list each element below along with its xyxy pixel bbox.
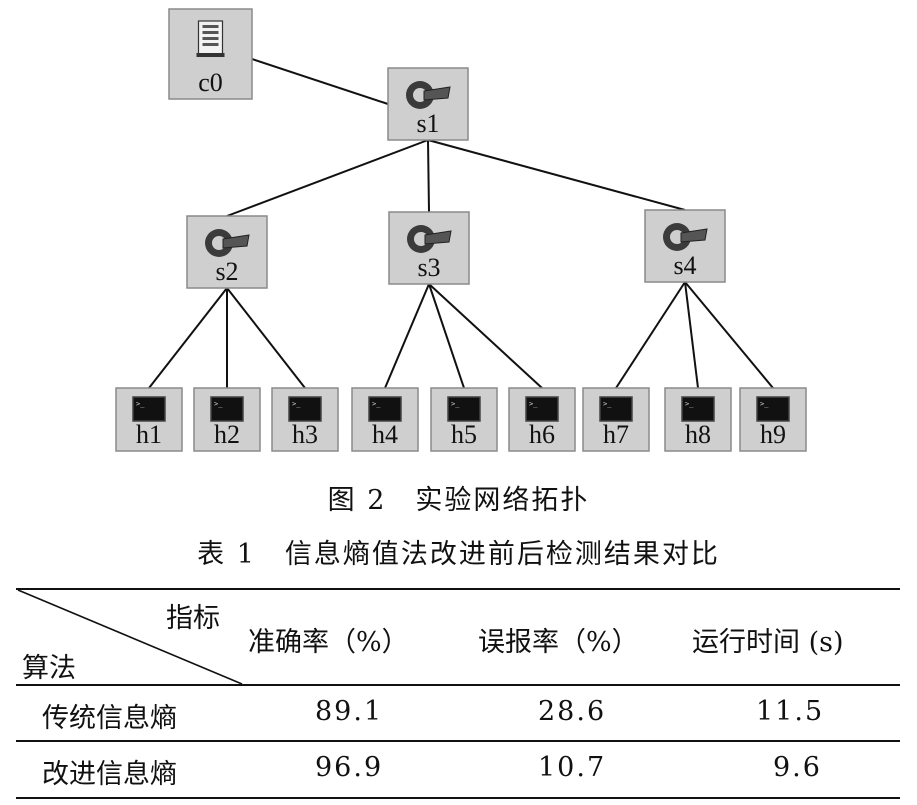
link-s2-h3 xyxy=(226,287,306,389)
switch-node-s2: s2 xyxy=(186,215,268,289)
switch-node-label: s2 xyxy=(215,257,238,286)
table-caption: 表 1 信息熵值法改进前后检测结果对比 xyxy=(197,539,720,570)
host-terminal-icon: >_ xyxy=(447,396,481,422)
link-s2-h1 xyxy=(148,287,228,389)
link-s4-h7 xyxy=(615,281,686,389)
svg-text:>_: >_ xyxy=(214,400,223,408)
svg-text:>_: >_ xyxy=(292,400,301,408)
row-2-false-alarm: 10.7 xyxy=(538,752,607,783)
row-2-algorithm: 改进信息熵 xyxy=(42,759,177,790)
host-node-label: h2 xyxy=(214,420,240,449)
host-node-label: h8 xyxy=(685,420,711,449)
host-node-h7: >_ h7 xyxy=(582,387,650,452)
host-terminal-icon: >_ xyxy=(756,396,790,422)
host-node-h1: >_ h1 xyxy=(115,387,183,452)
host-node-label: h5 xyxy=(451,420,477,449)
column-header-false-alarm: 误报率（%） xyxy=(478,627,639,658)
controller-server-icon xyxy=(196,20,225,57)
host-terminal-icon: >_ xyxy=(288,396,322,422)
link-s4-h8 xyxy=(684,281,699,389)
row-1-runtime: 11.5 xyxy=(756,696,825,727)
link-s3-h4 xyxy=(384,283,430,389)
figure-caption: 图 2 实验网络拓扑 xyxy=(327,485,590,516)
link-s4-h9 xyxy=(684,281,774,389)
host-node-label: h7 xyxy=(603,420,629,449)
host-node-label: h1 xyxy=(136,420,162,449)
svg-text:>_: >_ xyxy=(136,400,145,408)
row-1-false-alarm: 28.6 xyxy=(538,696,607,727)
svg-text:>_: >_ xyxy=(685,400,694,408)
table-bottom-rule xyxy=(16,797,900,799)
link-s1-s2 xyxy=(226,139,429,217)
table-top-rule xyxy=(16,588,900,590)
switch-icon xyxy=(663,223,708,251)
switch-icon xyxy=(205,229,250,257)
host-node-label: h4 xyxy=(372,420,398,449)
row-1-accuracy: 89.1 xyxy=(315,696,384,727)
link-s3-h6 xyxy=(428,283,543,389)
switch-node-label: s3 xyxy=(417,253,440,282)
host-terminal-icon: >_ xyxy=(525,396,559,422)
switch-node-label: s1 xyxy=(416,109,439,138)
row-2-runtime: 9.6 xyxy=(773,752,822,783)
link-s1-s4 xyxy=(427,139,686,211)
svg-text:>_: >_ xyxy=(603,400,612,408)
row-1-algorithm: 传统信息熵 xyxy=(42,703,177,734)
link-s1-s3 xyxy=(427,139,430,213)
host-node-label: h6 xyxy=(529,420,555,449)
host-node-h5: >_ h5 xyxy=(430,387,498,452)
header-corner-top: 指标 xyxy=(166,603,220,634)
svg-text:>_: >_ xyxy=(451,400,460,408)
host-node-label: h9 xyxy=(760,420,786,449)
host-terminal-icon: >_ xyxy=(599,396,633,422)
link-s3-h5 xyxy=(428,283,465,389)
comparison-table: 指标 算法 准确率（%） 误报率（%） 运行时间 (s) 传统信息熵 89.1 … xyxy=(16,588,900,800)
switch-node-label: s4 xyxy=(673,251,696,280)
host-node-h2: >_ h2 xyxy=(193,387,261,452)
controller-node-label: c0 xyxy=(198,68,223,97)
host-terminal-icon: >_ xyxy=(210,396,244,422)
column-header-runtime: 运行时间 (s) xyxy=(692,627,844,658)
switch-icon xyxy=(407,225,452,253)
row-2-accuracy: 96.9 xyxy=(315,752,384,783)
header-diagonal-line xyxy=(17,589,243,685)
host-node-h6: >_ h6 xyxy=(508,387,576,452)
switch-node-s1: s1 xyxy=(387,67,469,141)
switch-node-s4: s4 xyxy=(644,209,726,283)
host-node-h4: >_ h4 xyxy=(351,387,419,452)
host-terminal-icon: >_ xyxy=(368,396,402,422)
switch-node-s3: s3 xyxy=(388,211,470,285)
links-layer xyxy=(148,58,774,389)
link-c0-s1 xyxy=(251,58,389,105)
column-header-accuracy: 准确率（%） xyxy=(248,627,409,658)
svg-text:>_: >_ xyxy=(372,400,381,408)
host-node-label: h3 xyxy=(292,420,318,449)
host-node-h3: >_ h3 xyxy=(271,387,339,452)
switch-icon xyxy=(406,81,451,109)
host-node-h9: >_ h9 xyxy=(739,387,807,452)
svg-text:>_: >_ xyxy=(760,400,769,408)
host-terminal-icon: >_ xyxy=(681,396,715,422)
controller-node-c0: c0 xyxy=(168,8,253,100)
table-row-rule xyxy=(16,740,900,742)
header-corner-bottom: 算法 xyxy=(22,653,76,684)
host-node-h8: >_ h8 xyxy=(664,387,732,452)
table-header-rule xyxy=(16,684,900,686)
host-terminal-icon: >_ xyxy=(132,396,166,422)
svg-text:>_: >_ xyxy=(529,400,538,408)
